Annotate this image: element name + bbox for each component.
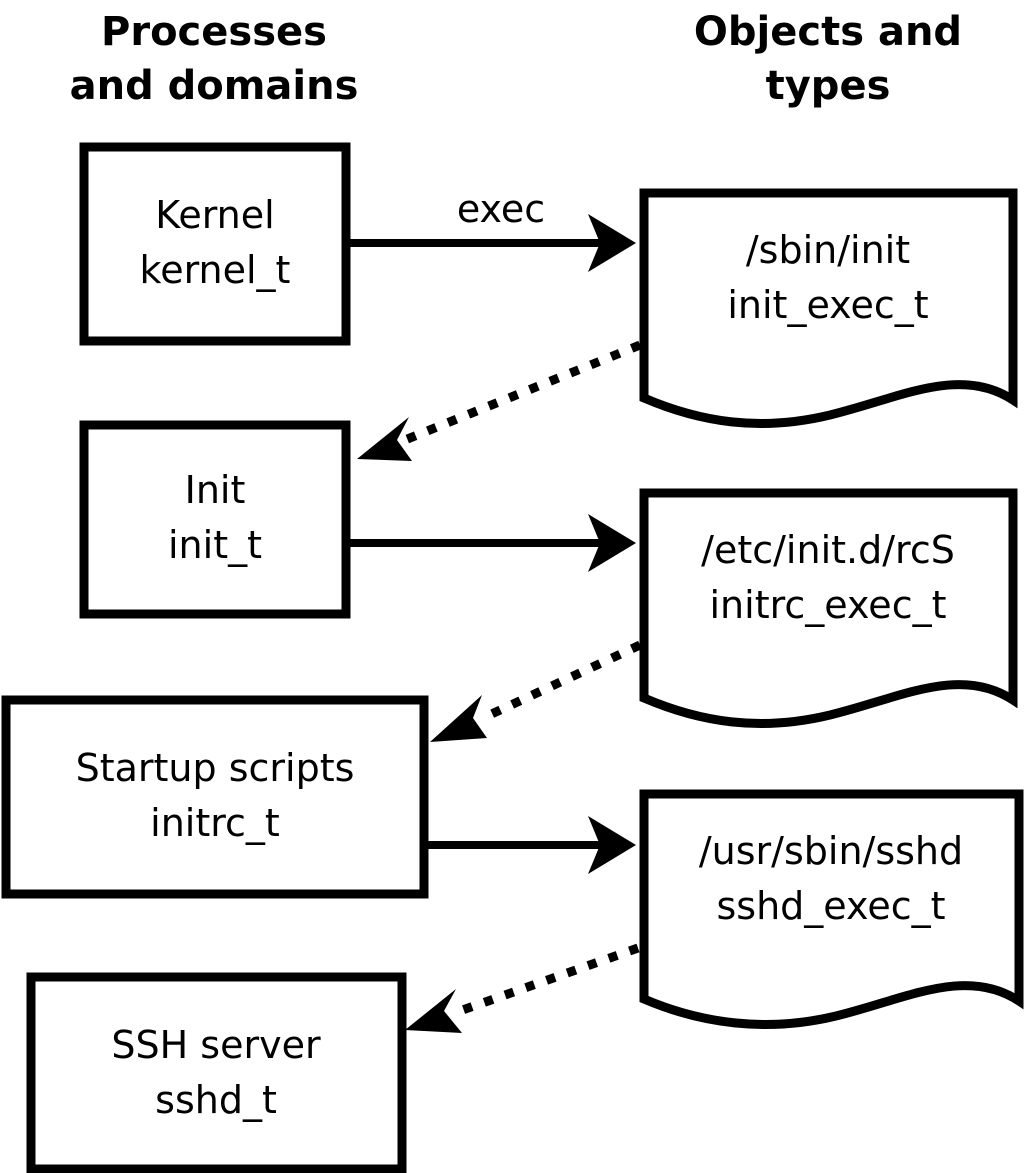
node-sshd[interactable]: SSH server sshd_t [26, 972, 407, 1173]
node-sshd-exec-type: sshd_exec_t [716, 884, 945, 928]
column-heading-processes: Processes and domains [70, 9, 359, 109]
node-sbin-init[interactable]: /sbin/init init_exec_t [639, 188, 1018, 428]
edge-sshd-transition [405, 943, 640, 1033]
column-heading-objects-line1: Objects and [694, 9, 962, 55]
edge-kernel-exec-init-arrowhead [588, 214, 636, 272]
node-rcS-type: initrc_exec_t [710, 583, 947, 627]
column-heading-processes-line2: and domains [70, 63, 359, 109]
node-sshd-exec[interactable]: /usr/sbin/sshd sshd_exec_t [639, 789, 1024, 1029]
node-startup-name: Startup scripts [76, 746, 355, 790]
node-kernel-box[interactable] [79, 142, 351, 346]
node-startup[interactable]: Startup scripts initrc_t [1, 695, 429, 899]
node-sshd-name: SSH server [111, 1023, 321, 1067]
edge-initrc-transition-arrowhead [430, 695, 487, 742]
edge-init-transition-line [403, 340, 642, 445]
node-sbin-init-path: /sbin/init [746, 228, 910, 272]
node-sshd-exec-doc-shape[interactable] [639, 789, 1024, 1029]
edge-init-transition-arrowhead [357, 417, 412, 461]
node-rcS-path: /etc/init.d/rcS [701, 528, 955, 572]
edge-sshd-transition-arrowhead [405, 989, 462, 1033]
node-kernel-name: Kernel [155, 193, 274, 237]
node-sbin-init-doc-shape[interactable] [639, 188, 1018, 428]
edge-startup-exec-sshd-arrowhead [588, 816, 636, 874]
node-init-type: init_t [168, 523, 262, 567]
node-kernel-type: kernel_t [140, 248, 291, 292]
node-kernel[interactable]: Kernel kernel_t [79, 142, 351, 346]
node-sshd-box[interactable] [26, 972, 407, 1173]
edge-label-exec: exec [457, 187, 545, 231]
edge-init-exec-rcS [350, 514, 636, 572]
node-sshd-exec-path: /usr/sbin/sshd [699, 829, 963, 873]
node-startup-type: initrc_t [150, 801, 280, 845]
node-rcS-doc-shape[interactable] [639, 488, 1018, 728]
node-sshd-type: sshd_t [155, 1078, 277, 1122]
column-heading-processes-line1: Processes [101, 9, 327, 55]
edge-init-transition [357, 340, 642, 461]
node-init-box[interactable] [79, 420, 351, 619]
edge-startup-exec-sshd [424, 816, 636, 874]
column-heading-objects: Objects and types [694, 9, 962, 109]
edge-init-exec-rcS-arrowhead [588, 514, 636, 572]
node-rcS[interactable]: /etc/init.d/rcS initrc_exec_t [639, 488, 1018, 728]
edge-sshd-transition-line [455, 943, 640, 1017]
node-sbin-init-type: init_exec_t [727, 283, 928, 327]
node-startup-box[interactable] [1, 695, 429, 899]
edge-initrc-transition-line [481, 640, 642, 723]
node-init-name: Init [185, 468, 246, 512]
column-heading-objects-line2: types [766, 63, 891, 109]
edge-initrc-transition [430, 640, 642, 742]
edge-kernel-exec-init: exec [350, 187, 636, 272]
node-init[interactable]: Init init_t [79, 420, 351, 619]
